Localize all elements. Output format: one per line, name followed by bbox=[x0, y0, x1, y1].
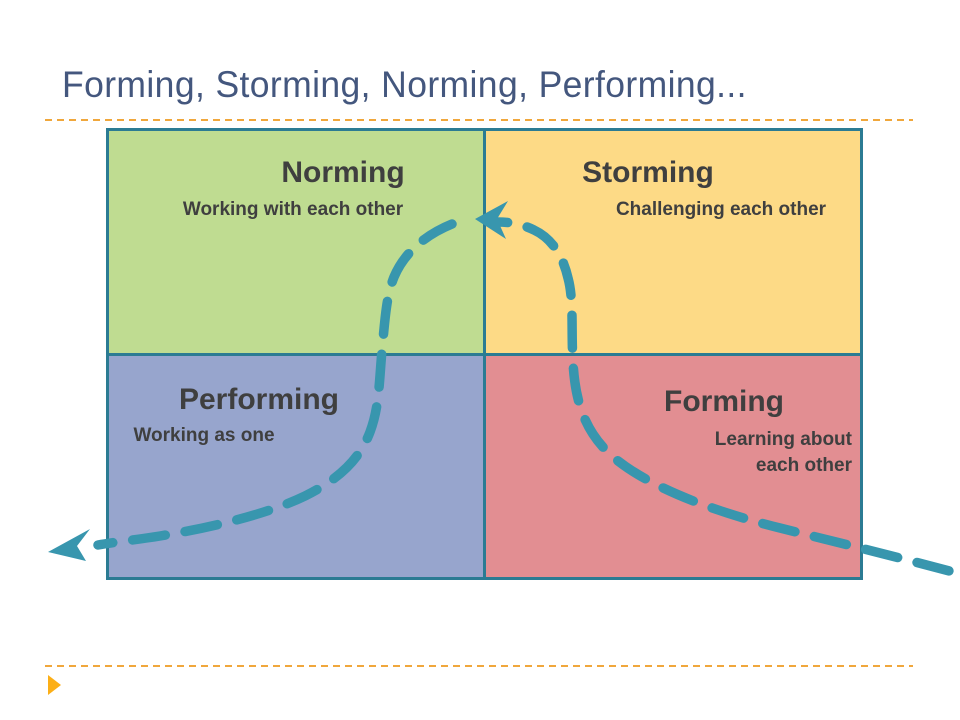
footer-triangle-icon bbox=[48, 675, 61, 695]
storming-label: Storming bbox=[582, 156, 714, 189]
performing-sublabel: Working as one bbox=[133, 425, 275, 446]
forming-label: Forming bbox=[664, 385, 784, 418]
performing-label: Performing bbox=[178, 383, 340, 416]
storming-sublabel: Challenging each other bbox=[615, 199, 827, 220]
flow-arrowhead-bottom-left-icon bbox=[48, 529, 90, 561]
title-underline-dotted-rule bbox=[45, 119, 913, 121]
quadrant-matrix bbox=[106, 128, 863, 580]
norming-sublabel: Working with each other bbox=[182, 199, 404, 220]
forming-sublabel: Learning about each other bbox=[714, 429, 852, 476]
norming-label: Norming bbox=[281, 156, 405, 189]
footer-dotted-rule bbox=[45, 665, 913, 667]
matrix-horizontal-divider bbox=[109, 352, 860, 356]
slide-title: Forming, Storming, Norming, Performing..… bbox=[62, 64, 747, 105]
